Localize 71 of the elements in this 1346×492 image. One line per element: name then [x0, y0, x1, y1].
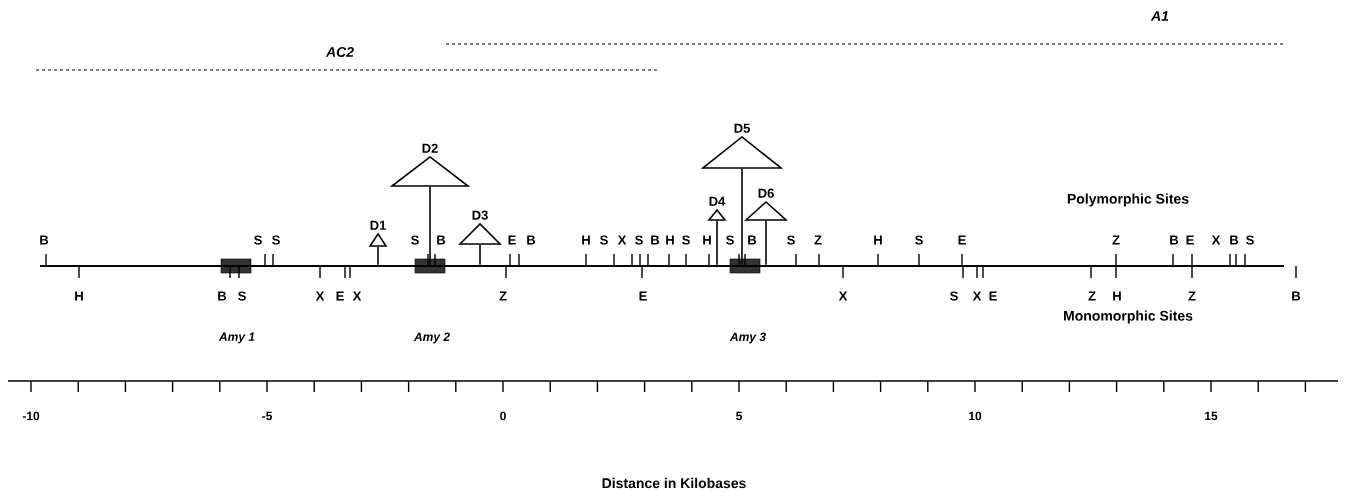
gene-label: Amy 3: [729, 332, 766, 344]
tick-label: -10: [22, 411, 40, 421]
clone-label: A1: [1150, 11, 1169, 21]
restriction-site: Z: [814, 235, 822, 267]
restriction-site: B: [647, 235, 660, 267]
restriction-site: B: [1292, 265, 1301, 301]
restriction-site: H: [874, 235, 882, 267]
restriction-site: S: [787, 235, 797, 267]
restriction-site: S: [726, 235, 740, 267]
stem-line: [741, 167, 743, 266]
restriction-site: B: [1230, 235, 1239, 267]
restriction-site: S: [600, 235, 615, 267]
restriction-site: E: [639, 265, 647, 301]
node-label: D1: [370, 220, 386, 230]
stem-line: [429, 185, 431, 266]
restriction-site: H: [666, 235, 674, 267]
tick-label: 10: [969, 411, 982, 421]
section-label: Monomorphic Sites: [1064, 310, 1193, 324]
restriction-site: Z: [1112, 235, 1120, 267]
restriction-site: S: [1244, 235, 1254, 267]
restriction-site: X: [315, 265, 325, 301]
node-label: D3: [472, 210, 488, 220]
restriction-site: E: [958, 235, 966, 267]
node-label: D4: [709, 196, 726, 206]
restriction-site: B: [40, 235, 49, 267]
restriction-site: B: [518, 235, 536, 267]
gene-label: Amy 2: [413, 332, 450, 344]
restriction-site: X: [972, 265, 982, 301]
stem-line: [377, 245, 379, 266]
restriction-site: B: [744, 235, 757, 267]
node-label: D5: [734, 123, 750, 133]
restriction-site: H: [582, 235, 590, 267]
restriction-site: S: [915, 235, 923, 267]
restriction-site: E: [982, 265, 997, 301]
section-label: Polymorphic Sites: [1067, 193, 1189, 207]
restriction-site: H: [1113, 265, 1121, 301]
restriction-site: E: [336, 265, 346, 301]
restriction-site: B: [434, 235, 446, 267]
restriction-site: S: [254, 235, 266, 267]
tick-label: 5: [736, 411, 742, 421]
restriction-site: E: [508, 235, 516, 267]
restriction-site: S: [272, 235, 280, 267]
restriction-site: Z: [499, 265, 507, 301]
restriction-site: H: [75, 265, 83, 301]
restriction-site: B: [1170, 235, 1179, 267]
restriction-site: X: [1211, 235, 1231, 267]
restriction-site: S: [411, 235, 429, 267]
map-line: [40, 265, 1284, 267]
restriction-site: S: [682, 235, 690, 267]
stem-line: [765, 219, 767, 266]
restriction-site: S: [635, 235, 643, 267]
tick-label: -5: [262, 411, 272, 421]
restriction-site: X: [349, 265, 362, 301]
restriction-site: E: [1186, 235, 1194, 267]
restriction-site: S: [950, 265, 964, 301]
restriction-site: Z: [1088, 265, 1096, 301]
clone-label: AC2: [325, 47, 354, 57]
restriction-site: Z: [1188, 265, 1196, 301]
restriction-site: X: [838, 265, 848, 301]
gene-label: Amy 1: [218, 332, 255, 344]
restriction-site: H: [703, 235, 711, 267]
restriction-site: X: [617, 235, 633, 267]
tick-label: 0: [500, 411, 506, 421]
restriction-site: S: [238, 265, 246, 301]
stem-line: [716, 219, 718, 266]
stem-line: [479, 243, 481, 266]
node-label: D6: [758, 188, 774, 198]
restriction-site: B: [218, 265, 231, 301]
node-label: D2: [422, 143, 438, 153]
tick-label: 15: [1205, 411, 1218, 421]
section-label: Distance in Kilobases: [602, 477, 746, 489]
